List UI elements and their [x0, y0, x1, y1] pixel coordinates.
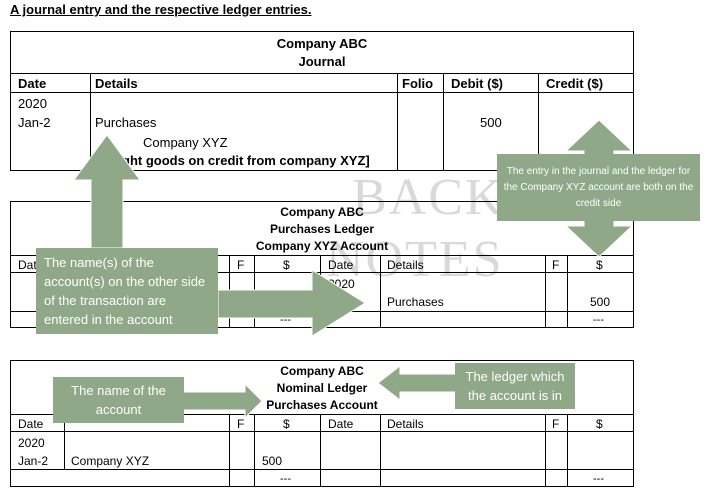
journal-header-date: Date: [18, 76, 47, 91]
nl-header-amount-right: $: [596, 417, 603, 431]
nl-header-details-right: Details: [387, 417, 424, 431]
nl-header-f-left: F: [237, 417, 245, 431]
right-arrow-icon: [217, 269, 366, 337]
purchases-ledger-account: Company XYZ Account: [255, 239, 389, 253]
callout-credit-side: The entry in the journal and the ledger …: [497, 154, 700, 221]
page-heading: A journal entry and the respective ledge…: [10, 2, 312, 17]
nl-header-f-right: F: [552, 417, 560, 431]
nominal-ledger-account: Purchases Account: [266, 398, 378, 412]
nominal-ledger-table: [10, 360, 634, 487]
watermark-notes: NOTES: [326, 231, 504, 288]
pl-header-date-right: Date: [328, 258, 354, 272]
journal-header-debit: Debit ($): [451, 76, 503, 91]
journal-header-credit: Credit ($): [546, 76, 604, 91]
callout-other-side: The name(s) of the account(s) on the oth…: [36, 248, 218, 334]
journal-debit-amount: 500: [480, 115, 502, 130]
nominal-ledger-company: Company ABC: [280, 364, 364, 378]
pl-total-right: ---: [593, 314, 604, 326]
pl-total-left: ---: [280, 314, 291, 326]
name-arrow-icon: [179, 382, 263, 420]
nl-left-amount: 500: [262, 454, 283, 468]
callout-account-name: The name of the account: [53, 377, 184, 423]
callout-ledger-in: The ledger which the account is in: [455, 363, 575, 409]
nominal-ledger-name: Nominal Ledger: [276, 381, 368, 395]
pl-header-amount-right: $: [596, 258, 603, 272]
nl-left-year: 2020: [18, 436, 45, 450]
nl-header-amount-left: $: [283, 417, 290, 431]
purchases-ledger-name: Purchases Ledger: [269, 222, 375, 236]
nl-total-right: ---: [593, 473, 604, 485]
journal-table: [10, 31, 634, 171]
nl-header-date-right: Date: [328, 417, 354, 431]
ledger-arrow-icon: [377, 364, 463, 402]
journal-company: Company ABC: [276, 36, 368, 51]
nl-left-details: Company XYZ: [71, 454, 150, 468]
journal-header-details: Details: [95, 76, 138, 91]
nl-header-date-left: Date: [18, 417, 44, 431]
up-arrow-icon: [73, 134, 141, 249]
journal-year: 2020: [18, 96, 47, 111]
journal-narration: ght goods on credit from company XYZ]: [122, 153, 370, 168]
journal-header-folio: Folio: [402, 76, 434, 91]
pl-header-amount-left: $: [283, 258, 290, 272]
nl-total-left: ---: [280, 473, 291, 485]
pl-header-f-right: F: [552, 258, 560, 272]
pl-header-details-right: Details: [387, 258, 424, 272]
pl-right-details: Purchases: [387, 295, 444, 309]
journal-title: Journal: [298, 54, 346, 69]
journal-date: Jan-2: [18, 115, 51, 130]
journal-credit-account: Company XYZ: [143, 135, 228, 150]
watermark-back: BACK: [352, 169, 505, 226]
nl-left-date: Jan-2: [18, 454, 49, 468]
purchases-ledger-company: Company ABC: [280, 205, 364, 219]
pl-right-amount: 500: [590, 295, 611, 309]
pl-header-f-left: F: [237, 258, 245, 272]
journal-debit-account: Purchases: [95, 115, 157, 130]
